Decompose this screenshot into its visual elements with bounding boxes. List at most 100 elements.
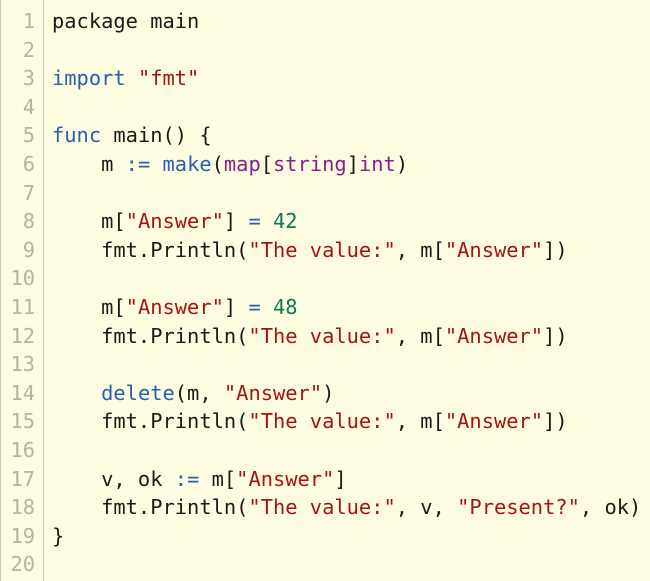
line-number: 6 (22, 151, 35, 176)
code-token: = (248, 209, 261, 234)
code-token: "The value:" (248, 323, 396, 348)
code-line[interactable]: 20 (1, 550, 650, 579)
code-line[interactable]: 7 (1, 179, 650, 208)
code-token (52, 381, 101, 405)
code-text[interactable]: package main (52, 7, 199, 36)
code-line[interactable]: 9 fmt.Println("The value:", m["Answer"]) (1, 236, 650, 265)
code-token: "Answer" (444, 237, 544, 262)
code-line[interactable]: 19} (1, 522, 650, 551)
code-token: "Answer" (236, 466, 335, 491)
code-token: ] (223, 209, 249, 234)
code-token: "The value:" (248, 409, 396, 434)
code-token: m[ (52, 209, 126, 234)
code-line[interactable]: 16 (1, 436, 650, 465)
code-token: "Answer" (125, 294, 224, 319)
code-token: ] (346, 151, 359, 176)
code-token: "Answer" (444, 323, 544, 348)
code-text[interactable]: fmt.Println("The value:", m["Answer"]) (52, 322, 568, 351)
code-token: make (162, 151, 212, 176)
code-token: [ (260, 151, 274, 176)
code-token: import (52, 66, 138, 91)
code-token: ) (395, 151, 409, 176)
code-token: ] (334, 466, 347, 491)
code-token: map (223, 151, 261, 176)
code-line[interactable]: 5 func main() { (1, 121, 650, 150)
code-line[interactable]: 10 (1, 264, 650, 293)
code-text[interactable]: fmt.Println("The value:", v, "Present?",… (52, 493, 641, 522)
code-token: m (52, 151, 126, 176)
code-text[interactable]: import "fmt" (52, 64, 199, 93)
code-token: , ok) (579, 495, 642, 520)
code-line[interactable]: 2 (1, 36, 650, 65)
code-token: "Present?" (457, 495, 580, 520)
code-text[interactable]: m["Answer"] = 42 (52, 207, 298, 236)
code-token: } (52, 523, 65, 548)
code-text[interactable]: fmt.Println("The value:", m["Answer"]) (52, 236, 568, 265)
line-number: 18 (10, 495, 35, 520)
line-number: 12 (10, 323, 35, 348)
code-line[interactable]: 14 delete(m, "Answer") (1, 379, 650, 408)
code-line[interactable]: 11 m["Answer"] = 48 (1, 293, 650, 322)
code-token: ]) (543, 237, 568, 262)
code-token: ]) (543, 323, 568, 348)
code-token: fmt.Println( (52, 409, 249, 434)
code-text[interactable]: fmt.Println("The value:", m["Answer"]) (52, 407, 568, 436)
code-token: delete (101, 380, 175, 405)
code-line[interactable]: 8 m["Answer"] = 42 (1, 207, 650, 236)
code-token: "Answer" (125, 209, 224, 234)
code-line[interactable]: 13 (1, 350, 650, 379)
code-text[interactable]: v, ok := m["Answer"] (52, 465, 347, 494)
code-token: m[ (199, 466, 237, 491)
code-token: := (125, 151, 151, 176)
code-token: 48 (273, 294, 298, 319)
line-number: 2 (22, 37, 35, 62)
line-number: 9 (22, 237, 35, 262)
code-token: , m[ (395, 409, 445, 434)
code-line[interactable]: 18 fmt.Println("The value:", v, "Present… (1, 493, 650, 522)
code-token: int (358, 151, 396, 176)
code-line[interactable]: 12 fmt.Println("The value:", m["Answer"]… (1, 322, 650, 351)
code-token: , m[ (395, 237, 445, 262)
code-line[interactable]: 4 (1, 93, 650, 122)
code-token: fmt.Println( (52, 323, 249, 348)
code-token: "The value:" (248, 237, 396, 262)
code-token: ( (211, 151, 224, 176)
line-number: 19 (10, 523, 35, 548)
code-token: func (52, 123, 102, 148)
code-token: = (248, 294, 261, 319)
code-token (261, 295, 273, 319)
code-text[interactable]: m := make(map[string]int) (52, 150, 408, 179)
code-line[interactable]: 17 v, ok := m["Answer"] (1, 465, 650, 494)
line-number: 13 (10, 352, 35, 377)
code-text[interactable]: } (52, 522, 64, 551)
code-token: v, ok (52, 466, 175, 491)
code-text[interactable]: m["Answer"] = 48 (52, 293, 298, 322)
line-number: 4 (22, 94, 35, 119)
line-number: 11 (10, 294, 35, 319)
line-number: 5 (22, 123, 35, 148)
code-text[interactable]: func main() { (52, 121, 212, 150)
code-line[interactable]: 15 fmt.Println("The value:", m["Answer"]… (1, 407, 650, 436)
line-number: 8 (22, 209, 35, 234)
line-number: 10 (10, 266, 35, 291)
line-number-gutter (1, 0, 44, 581)
code-token: fmt.Println( (52, 495, 249, 520)
code-token: "fmt" (137, 66, 200, 91)
line-number: 7 (22, 180, 35, 205)
line-number: 17 (10, 466, 35, 491)
code-text[interactable]: delete(m, "Answer") (52, 379, 334, 408)
code-token: main() { (101, 123, 212, 148)
code-token: package main (52, 9, 200, 33)
code-token: "The value:" (248, 495, 396, 520)
code-token: (m, (174, 380, 224, 405)
code-token: ]) (543, 409, 568, 434)
code-token: 42 (273, 209, 298, 234)
code-token: "Answer" (444, 409, 544, 434)
code-line[interactable]: 6 m := make(map[string]int) (1, 150, 650, 179)
line-number: 20 (10, 552, 35, 577)
code-token (261, 209, 273, 233)
